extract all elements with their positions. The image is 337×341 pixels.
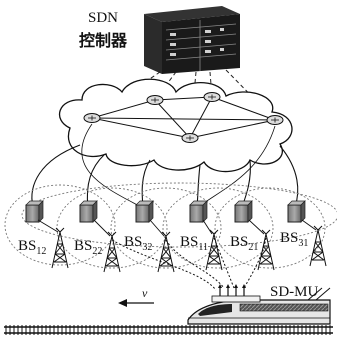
controller-label: SDN 控制器	[79, 10, 128, 50]
antenna-tower-icon	[103, 231, 121, 273]
antenna-tower-icon	[157, 231, 175, 273]
router-icon	[146, 95, 164, 105]
sdn-controller-rack-icon	[144, 6, 240, 74]
antenna-towers	[51, 225, 327, 273]
core-links	[91, 96, 276, 139]
server-tower-connectors	[37, 219, 317, 237]
router-icon	[266, 115, 284, 125]
base-station-servers	[25, 200, 306, 223]
router-icon	[181, 133, 199, 143]
base-station-label: BS22	[74, 238, 102, 257]
coverage-areas	[4, 182, 337, 269]
base-station-label: BS21	[230, 234, 258, 253]
left-arrow-icon	[118, 299, 127, 307]
antenna-tower-icon	[205, 229, 223, 271]
base-station-server-icon	[25, 200, 44, 223]
controller-label-line1: SDN	[88, 10, 118, 26]
base-station-label: BS32	[124, 234, 152, 253]
base-station-label: BS11	[180, 234, 208, 253]
railway-track	[4, 325, 333, 335]
controller-label-line2: 控制器	[79, 31, 128, 50]
base-station-label: BS31	[280, 230, 308, 249]
antenna-tower-icon	[309, 225, 327, 267]
base-station-labels: BS12 BS22 BS32 BS11 BS21 BS31	[18, 230, 308, 257]
base-station-server-icon	[189, 200, 208, 223]
wireless-links	[111, 237, 267, 291]
train-icon	[187, 284, 331, 325]
router-icon	[83, 113, 101, 123]
router-icon	[203, 92, 221, 102]
base-station-server-icon	[79, 200, 98, 223]
mobile-unit-label: SD-MU	[270, 284, 319, 300]
rooftop-antennas-icon	[219, 288, 245, 296]
routers	[83, 92, 284, 143]
velocity-indicator: v	[118, 286, 154, 307]
base-station-server-icon	[287, 200, 306, 223]
core-network-cloud	[59, 78, 293, 173]
base-station-label: BS12	[18, 238, 46, 257]
base-station-server-icon	[135, 200, 154, 223]
base-station-server-icon	[234, 200, 253, 223]
antenna-tower-icon	[257, 229, 275, 271]
velocity-label: v	[142, 286, 148, 300]
antenna-tower-icon	[51, 227, 69, 269]
